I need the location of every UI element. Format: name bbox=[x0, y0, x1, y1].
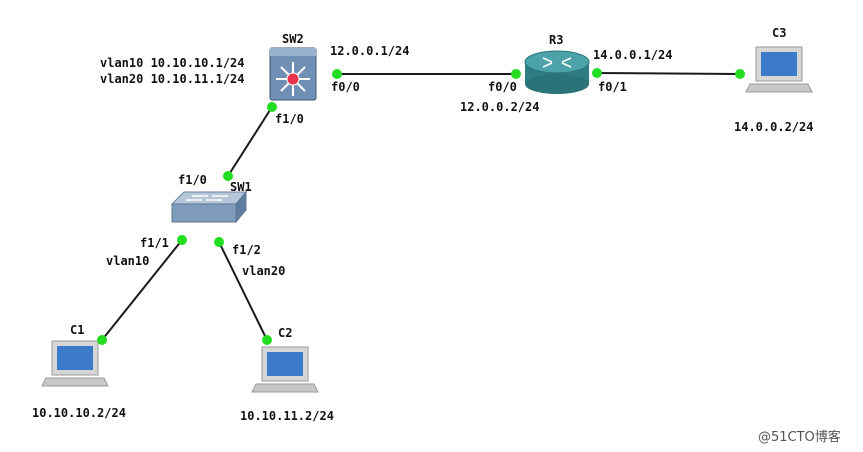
r3-ip-f01-label: 14.0.0.1/24 bbox=[593, 48, 673, 62]
r3-name-label: R3 bbox=[549, 33, 564, 47]
c1-pc-icon[interactable] bbox=[41, 340, 109, 387]
r3-port-f00-label: f0/0 bbox=[488, 80, 517, 94]
port-dot-c2[interactable] bbox=[262, 335, 272, 345]
port-dot-sw1-f11[interactable] bbox=[177, 235, 187, 245]
sw2-port-f00-label: f0/0 bbox=[331, 80, 360, 94]
r3-ip-f00-label: 12.0.0.2/24 bbox=[460, 100, 540, 114]
link-sw1-c1[interactable] bbox=[101, 239, 183, 341]
r3-port-f01-label: f0/1 bbox=[598, 80, 627, 94]
port-dot-c3[interactable] bbox=[735, 69, 745, 79]
c3-ip-label: 14.0.0.2/24 bbox=[734, 120, 814, 134]
c2-ip-label: 10.10.11.2/24 bbox=[240, 409, 334, 423]
sw2-multilayer-switch-icon[interactable] bbox=[269, 47, 317, 101]
r3-router-icon[interactable] bbox=[524, 50, 590, 94]
port-dot-c1[interactable] bbox=[97, 335, 107, 345]
link-sw2-sw1[interactable] bbox=[227, 106, 273, 177]
sw2-port-f10-label: f1/0 bbox=[275, 112, 304, 126]
port-dot-sw1-f12[interactable] bbox=[214, 237, 224, 247]
link-r3-c3[interactable] bbox=[596, 72, 741, 75]
c3-pc-icon[interactable] bbox=[745, 46, 813, 93]
c2-pc-icon[interactable] bbox=[251, 346, 319, 393]
sw1-port-f10-label: f1/0 bbox=[178, 173, 207, 187]
port-dot-r3-f00[interactable] bbox=[511, 69, 521, 79]
sw2-ip-f00-label: 12.0.0.1/24 bbox=[330, 44, 410, 58]
sw2-vlan10-label: vlan10 10.10.10.1/24 bbox=[100, 56, 245, 70]
c2-name-label: C2 bbox=[278, 326, 293, 340]
sw1-port-f12-label: f1/2 bbox=[232, 243, 261, 257]
link-sw1-c2[interactable] bbox=[218, 241, 268, 341]
c3-name-label: C3 bbox=[772, 26, 787, 40]
sw1-switch-icon[interactable] bbox=[170, 190, 248, 224]
watermark-text: @51CTO博客 bbox=[758, 430, 841, 445]
c1-name-label: C1 bbox=[70, 323, 85, 337]
port-dot-r3-f01[interactable] bbox=[592, 68, 602, 78]
port-dot-sw2-f10[interactable] bbox=[267, 102, 277, 112]
c1-ip-label: 10.10.10.2/24 bbox=[32, 406, 126, 420]
sw1-vlan-f12-label: vlan20 bbox=[242, 264, 286, 278]
port-dot-sw2-f00[interactable] bbox=[332, 69, 342, 79]
sw1-name-label: SW1 bbox=[230, 180, 252, 194]
sw1-vlan-f11-label: vlan10 bbox=[106, 254, 150, 268]
port-dot-sw1-f10[interactable] bbox=[223, 171, 233, 181]
sw2-name-label: SW2 bbox=[282, 32, 304, 46]
sw1-port-f11-label: f1/1 bbox=[140, 236, 169, 250]
sw2-vlan20-label: vlan20 10.10.11.1/24 bbox=[100, 72, 245, 86]
